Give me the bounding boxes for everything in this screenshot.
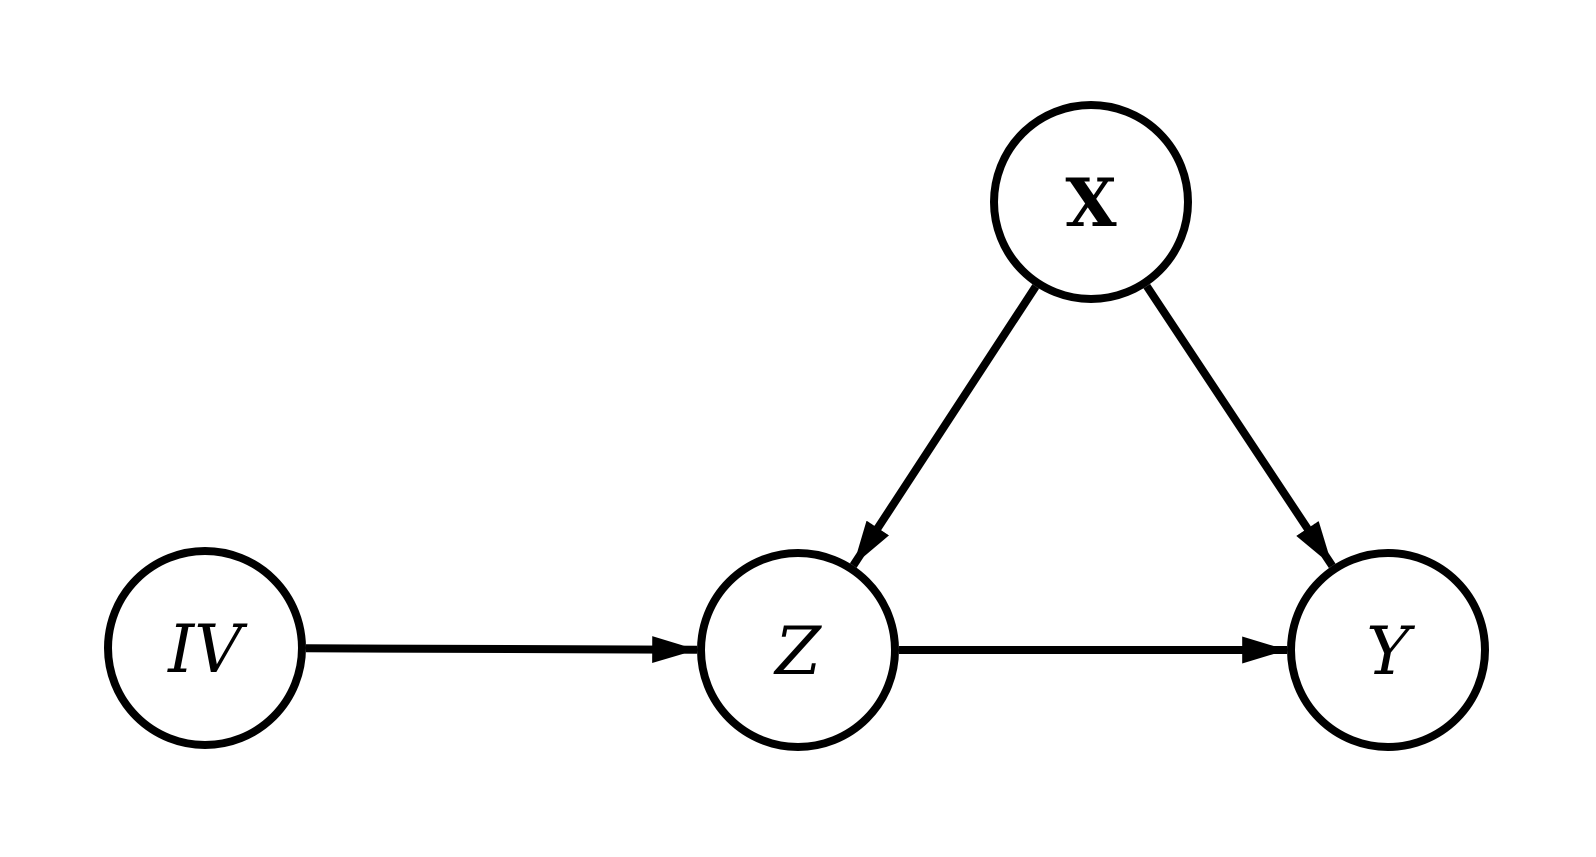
- edge-arrow-x-to-z: [849, 284, 1040, 568]
- nodes-layer: IV Z X Y: [104, 101, 1489, 751]
- node-label-y: Y: [1366, 613, 1415, 690]
- node-iv: IV: [104, 547, 306, 749]
- node-circle-x: [990, 101, 1192, 303]
- edge-arrow-x-to-y: [1143, 283, 1336, 569]
- node-z: Z: [697, 549, 899, 751]
- node-x: X: [990, 101, 1192, 303]
- node-y: Y: [1287, 549, 1489, 751]
- edge-arrow-iv-to-z: [305, 636, 698, 663]
- node-circle-z: [697, 549, 899, 751]
- node-circle-iv: [104, 547, 306, 749]
- node-label-x: X: [1065, 164, 1117, 242]
- node-label-iv: IV: [167, 611, 248, 688]
- node-label-z: Z: [773, 613, 822, 690]
- node-circle-y: [1287, 549, 1489, 751]
- edges-layer: [305, 283, 1336, 664]
